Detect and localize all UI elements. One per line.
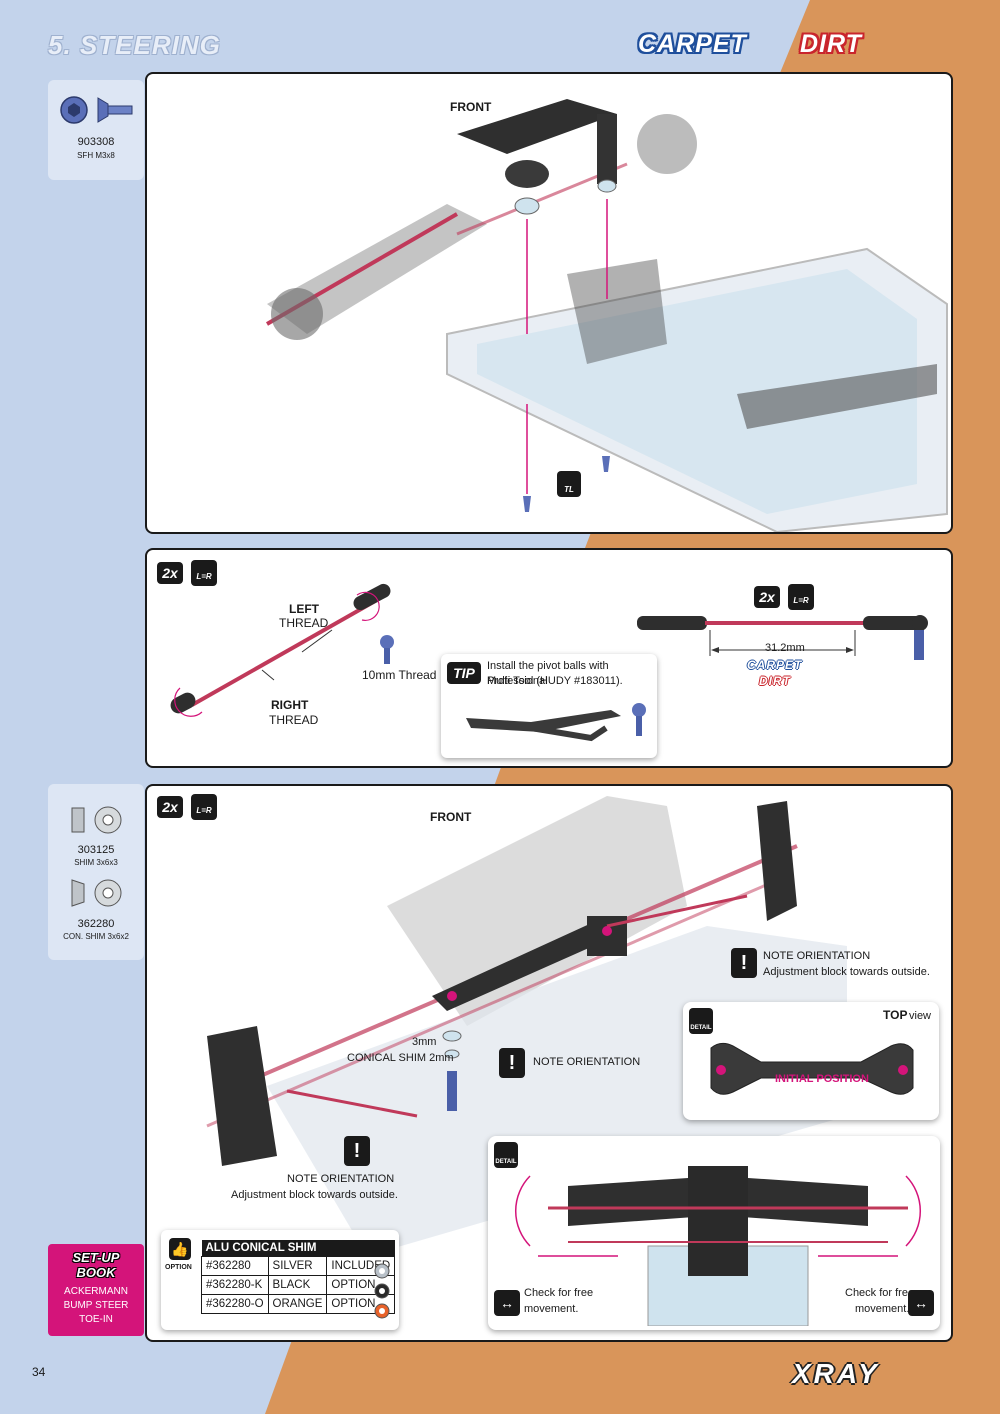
right-thread-label-2: THREAD: [269, 713, 319, 727]
detail-label: DETAIL: [495, 1159, 517, 1165]
initial-position-label: INITIAL POSITION: [775, 1073, 869, 1085]
table-cell: BLACK: [267, 1275, 328, 1295]
tool-size-label: TL: [564, 485, 574, 494]
front-label: FRONT: [450, 100, 492, 114]
option-table-box: 👍 OPTION ALU CONICAL SHIM #362280 SILVER…: [161, 1230, 399, 1330]
setup-book-box: SET-UP BOOK ACKERMANN BUMP STEER TOE-IN: [48, 1244, 144, 1336]
qty-badge-right: 2x: [754, 586, 780, 608]
turnbuckle-illustration: [170, 583, 394, 717]
setup-book-item: ACKERMANN: [64, 1286, 128, 1297]
shim-swatch-orange: [374, 1303, 390, 1319]
table-cell: #362280: [201, 1256, 269, 1276]
qty-badge: 2x: [157, 796, 183, 818]
detail-label: DETAIL: [690, 1025, 712, 1031]
dirt-badge: DIRT: [800, 30, 862, 58]
dirt-mini-badge: DIRT: [759, 674, 791, 688]
table-cell: #362280-O: [201, 1294, 269, 1314]
check-movement-icon: ↔: [494, 1290, 520, 1316]
setup-book-title-2: BOOK: [76, 1265, 116, 1280]
table-row: #362280-O ORANGE OPTION: [201, 1294, 396, 1314]
free-movement-detail: DETAIL ↔ Check for free movement. Check …: [488, 1136, 940, 1330]
shim-table: ALU CONICAL SHIM #362280 SILVER INCLUDED…: [201, 1240, 396, 1314]
conical-shim-label: CONICAL SHIM 2mm: [347, 1052, 454, 1064]
magnifier-icon: DETAIL: [689, 1008, 713, 1034]
shim-icon: [71, 806, 122, 834]
brand-logo: XRAY: [792, 1358, 880, 1389]
section-title: 5. STEERING: [48, 30, 221, 60]
warning-icon: !: [731, 948, 757, 978]
table-row: #362280 SILVER INCLUDED: [201, 1256, 396, 1276]
option-label: OPTION: [165, 1264, 192, 1271]
note-bottom-text: Adjustment block towards outside.: [231, 1189, 398, 1201]
check-movement-icon: ↔: [908, 1290, 934, 1316]
left-equals-right-icon: L=R: [191, 560, 217, 586]
page-number: 34: [32, 1365, 46, 1379]
table-cell: ORANGE: [267, 1294, 328, 1314]
part-name: SFH M3x8: [77, 151, 115, 160]
step2-panel: 2x L=R LEFT THREAD RIGHT THREAD 10mm Thr…: [145, 548, 953, 768]
step1-panel: FRONT TL: [145, 72, 953, 534]
chassis-assembly-illustration: [265, 99, 948, 532]
front-label: FRONT: [430, 810, 472, 824]
part-name: SHIM 3x6x3: [74, 858, 118, 867]
check-left-text-1: Check for free: [524, 1287, 594, 1299]
steering-bridge-shape: [710, 1042, 914, 1095]
table-cell: SILVER: [267, 1256, 328, 1276]
note-mid-title: NOTE ORIENTATION: [533, 1056, 641, 1068]
left-thread-label-2: THREAD: [279, 616, 329, 630]
chassis-top-illustration: [514, 1166, 922, 1326]
note-top-text: Adjustment block towards outside.: [763, 966, 930, 978]
setup-book-item: TOE-IN: [79, 1314, 113, 1325]
top-view-detail: DETAIL TOP view INITIAL POSITION: [683, 1002, 939, 1120]
carpet-badge: CARPET: [638, 30, 747, 58]
shim-swatch-silver: [374, 1263, 390, 1279]
note-top-title: NOTE ORIENTATION: [763, 950, 871, 962]
left-equals-right-icon: L=R: [191, 794, 217, 820]
warning-icon: !: [344, 1136, 370, 1166]
tip-badge: TIP: [447, 662, 481, 684]
ball-thread-label: 10mm Thread: [362, 668, 437, 682]
top-view-label-2: view: [909, 1010, 932, 1022]
screw-icon: [60, 96, 133, 124]
left-thread-label: LEFT: [289, 602, 319, 616]
magnifier-icon: DETAIL: [494, 1142, 518, 1168]
left-equals-right-icon-right: L=R: [788, 584, 814, 610]
part-number: 903308: [77, 136, 115, 148]
table-row: #362280-K BLACK OPTION: [201, 1275, 396, 1295]
thumbs-up-icon: 👍: [169, 1238, 191, 1260]
right-thread-label: RIGHT: [271, 698, 309, 712]
step3-panel: 2x L=R FRONT ! NOTE ORIENTATION Adjustme…: [145, 784, 953, 1342]
note-bottom-title: NOTE ORIENTATION: [287, 1173, 395, 1185]
check-right-text-2: movement.: [855, 1303, 910, 1315]
setup-book-title-1: SET-UP: [72, 1250, 120, 1265]
top-view-label: TOP: [883, 1008, 908, 1022]
multi-tool-icon: [466, 703, 646, 742]
allen-key-icon: TL: [557, 471, 581, 497]
warning-icon: !: [499, 1048, 525, 1078]
setup-book-item: BUMP STEER: [63, 1300, 129, 1311]
part-name: CON. SHIM 3x6x2: [63, 932, 129, 941]
tip-box: TIP Install the pivot balls with Profess…: [441, 654, 657, 758]
shim-swatch-black: [374, 1283, 390, 1299]
conical-shim-icon: [71, 879, 122, 907]
shim-3mm-label: 3mm: [412, 1036, 437, 1048]
qty-badge: 2x: [157, 562, 183, 584]
check-right-text-1: Check for free: [845, 1287, 915, 1299]
tip-text-2: Multi Tool (HUDY #183011).: [487, 675, 623, 687]
steering-link-illustration: [637, 615, 928, 660]
link-length-label: 31.2mm: [765, 642, 805, 654]
carpet-mini-badge: CARPET: [747, 658, 803, 672]
tip-text-1: Install the pivot balls with Professiona…: [487, 660, 609, 687]
step1-parts-box: 903308 SFH M3x8: [48, 80, 144, 180]
part-number: 362280: [77, 918, 115, 930]
table-cell: #362280-K: [201, 1275, 269, 1295]
check-left-text-2: movement.: [524, 1303, 579, 1315]
table-header: ALU CONICAL SHIM: [201, 1240, 395, 1257]
part-number: 303125: [77, 844, 115, 856]
step3-parts-box: 303125 SHIM 3x6x3 362280 CON. SHIM 3x6x2: [48, 784, 144, 960]
